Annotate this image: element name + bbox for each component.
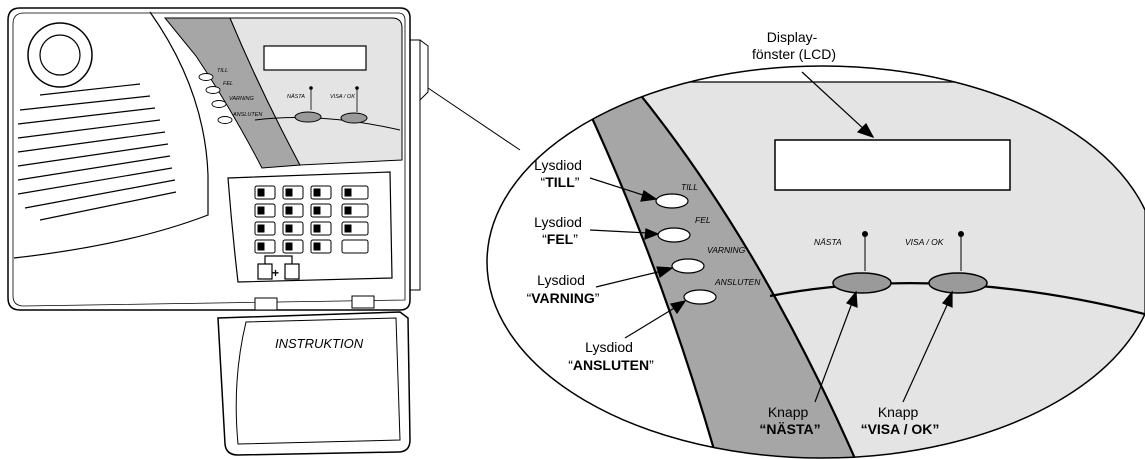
keypad-key-icon [313,206,321,215]
led-label-small-varning: VARNING [229,96,254,102]
nasta-button[interactable] [832,272,892,294]
visa-ok-button[interactable] [928,272,988,294]
callout-led-fel: Lysdiod “FEL” [534,214,586,247]
lcd-window-small [263,45,367,71]
keypad-key-icon [285,188,293,197]
led-label-fel: FEL [695,215,711,225]
led-label-till: TILL [681,182,698,192]
led-label-small-till: TILL [217,68,228,74]
nasta-indicator-dot [862,231,868,237]
callout-btn-visa-ok: Knapp “VISA / OK” [861,404,940,437]
keypad-key-icon [344,224,352,233]
device-side-edge [410,39,421,291]
led-fel [657,227,691,243]
speaker-grille [17,83,177,221]
keypad-key-icon [313,242,321,251]
led-varning [671,258,705,274]
keypad-combo-keys[interactable]: + [257,255,300,280]
keypad-key-icon [344,188,352,197]
keypad-key-icon [313,188,321,197]
hinge-left [254,297,278,311]
keypad-key-icon [257,206,265,215]
nasta-label-small: NÄSTA [287,93,305,100]
keypad-key-icon [257,224,265,233]
visa-ok-button-small[interactable] [340,112,368,124]
visa-ok-indicator-dot [958,231,964,237]
display-callout: Display- fönster (LCD) [752,29,836,62]
keypad-key-icon [257,242,265,251]
device-overview: TILL FEL VARNING ANSLUTEN NÄSTA VISA / O… [7,7,421,456]
svg-text:+: + [272,266,279,280]
visa-ok-label-small: VISA / OK [330,94,355,100]
instruction-cover-inner [235,317,401,445]
led-label-small-ansluten: ANSLUTEN [232,112,262,118]
keypad-key[interactable] [341,239,369,254]
callout-led-varning: Lysdiod “VARNING” [527,272,600,306]
keypad-key-icon [285,206,293,215]
nasta-label: NÄSTA [814,237,842,247]
zoom-led-strip [576,80,862,458]
instruction-cover[interactable] [217,311,411,456]
instruction-label: INSTRUKTION [275,336,364,351]
button-rail-small [254,117,401,131]
led-label-small-fel: FEL [223,81,233,87]
keypad-key-icon [344,206,352,215]
hinge-right [351,295,375,309]
led-group-small [198,73,233,124]
magnified-view: TILL FEL VARNING ANSLUTEN NÄSTA VISA / O… [486,29,1145,459]
front-cover-curve [13,11,209,259]
device-housing-inner [12,12,406,307]
led-till [655,193,689,209]
led-label-ansluten: ANSLUTEN [714,277,761,287]
callout-led-till: Lysdiod “TILL” [534,157,586,190]
keypad-keys[interactable] [254,185,369,254]
zoom-connector [419,39,521,151]
lcd-window [774,139,1011,191]
magnified-ellipse-border [486,65,1145,459]
led-label-varning: VARNING [707,245,746,255]
keypad-key-icon [285,242,293,251]
keypad-key-icon [257,188,265,197]
callout-btn-nasta: Knapp “NÄSTA” [759,404,820,437]
nasta-button-small[interactable] [294,111,322,123]
keypad-key-icon [285,224,293,233]
callout-led-ansluten: Lysdiod “ANSLUTEN” [568,339,654,373]
led-ansluten [683,289,717,305]
keypad-key-icon [313,224,321,233]
siren-knob-inner [39,34,81,76]
callout-arrows [589,71,953,403]
visa-ok-label: VISA / OK [905,237,944,247]
